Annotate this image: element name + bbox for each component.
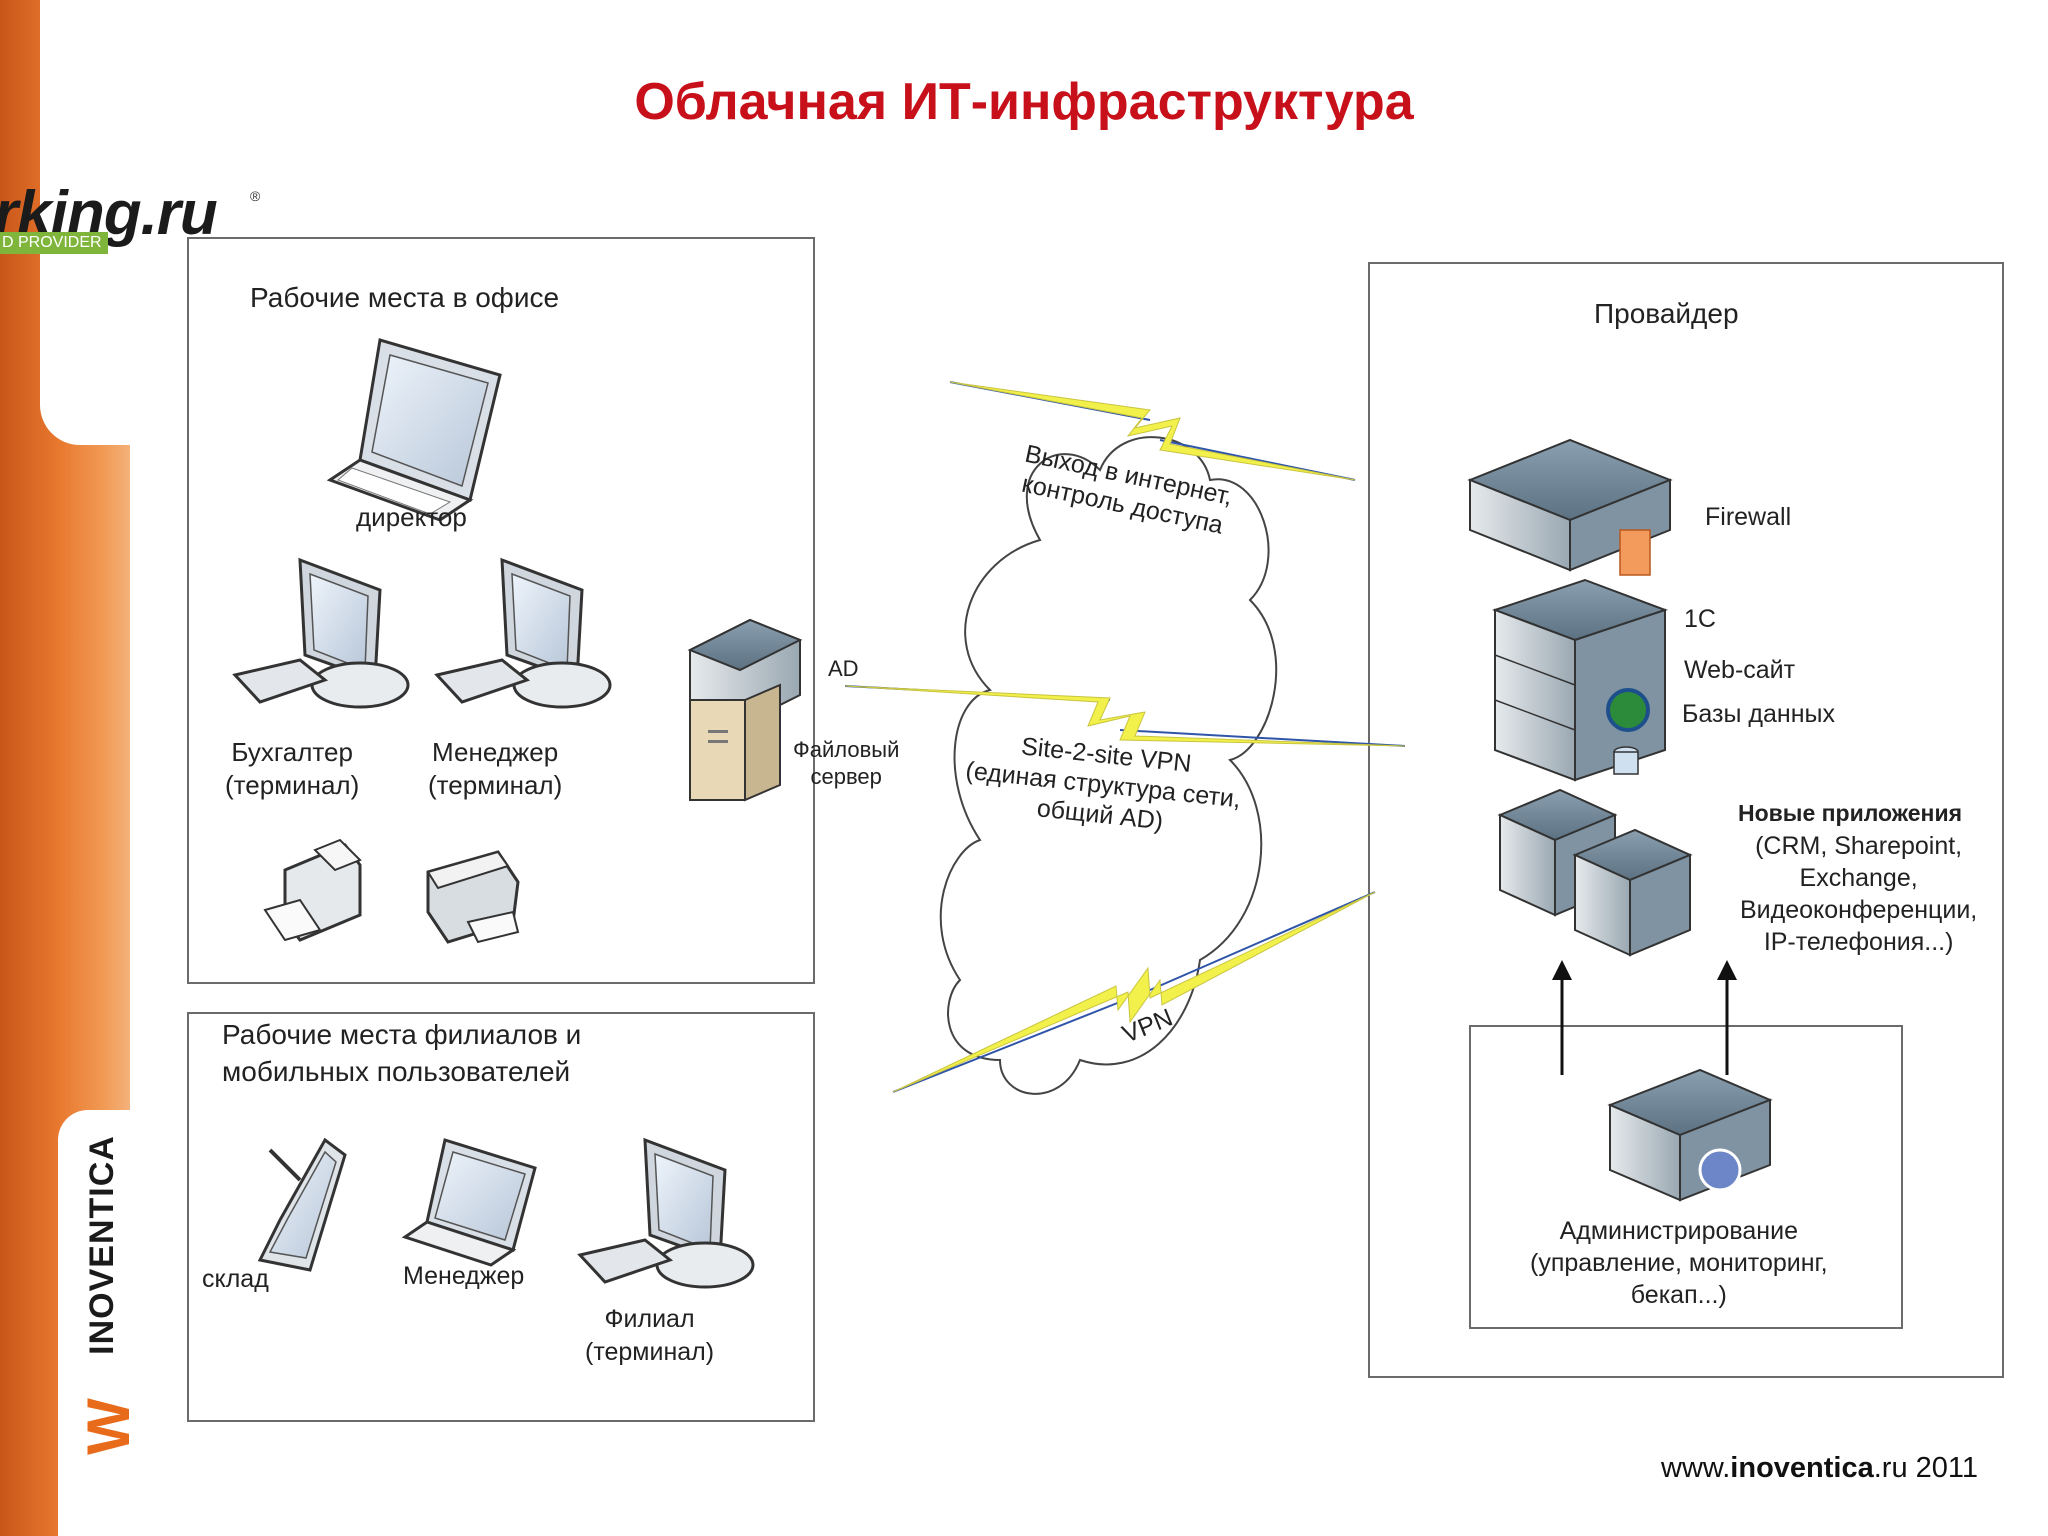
branch-manager-label: Менеджер	[403, 1262, 525, 1290]
app-server-stack-icon	[1492, 578, 1668, 782]
up-arrow-left-icon	[1552, 960, 1572, 1075]
branches-heading: Рабочие места филиалов и мобильных польз…	[222, 1019, 582, 1087]
internet-link-bolt	[949, 381, 1356, 481]
strip-white-panel	[40, 0, 132, 445]
branch-terminal-label: Филиал (терминал)	[585, 1305, 715, 1366]
brand-badge: D PROVIDER	[0, 232, 108, 254]
ad-label: AD	[828, 656, 859, 681]
onec-label: 1С	[1684, 605, 1716, 633]
accountant-desktop-icon	[232, 557, 410, 709]
admin-server-icon	[1607, 1068, 1773, 1202]
vpn-link-bolt	[892, 891, 1376, 1093]
manager-terminal-label: Менеджер (терминал)	[428, 737, 563, 800]
file-server-icon	[687, 618, 803, 802]
branch-desktop-icon	[577, 1137, 755, 1289]
file-server-label: Файловый сервер	[793, 737, 900, 789]
branch-laptop-icon	[401, 1138, 537, 1267]
new-apps-title: Новые приложения	[1738, 800, 1963, 826]
provider-frame	[1368, 262, 2004, 1378]
admin-frame	[1469, 1025, 1903, 1329]
cloud-shape	[939, 436, 1278, 1095]
director-laptop-icon	[326, 338, 502, 522]
scanner-printer-icon	[426, 850, 520, 944]
office-frame	[187, 237, 815, 984]
slide-title: Облачная ИТ-инфраструктура	[634, 73, 1414, 131]
new-apps-list: (CRM, Sharepoint, Exchange, Видеоконфере…	[1740, 832, 1978, 956]
databases-label: Базы данных	[1682, 700, 1835, 728]
footer-url[interactable]: www.inoventica.ru 2011	[1661, 1452, 1978, 1484]
globe-icon	[1606, 688, 1650, 732]
director-label: директор	[356, 502, 467, 532]
office-heading: Рабочие места в офисе	[250, 282, 560, 313]
firewall-server-icon	[1467, 438, 1673, 576]
new-apps-servers-icon	[1497, 788, 1693, 957]
up-arrow-right-icon	[1717, 960, 1737, 1075]
strip-lower-panel	[58, 1110, 130, 1536]
accountant-label: Бухгалтер (терминал)	[225, 737, 360, 800]
website-label: Web-сайт	[1684, 656, 1796, 684]
s2s-link-bolt	[844, 685, 1406, 747]
tablet-icon	[257, 1137, 347, 1272]
registered-mark: ®	[250, 188, 261, 204]
branches-frame	[187, 1012, 815, 1422]
printer-icon	[263, 838, 362, 942]
manager-desktop-icon	[434, 557, 612, 709]
provider-heading: Провайдер	[1594, 298, 1739, 329]
warehouse-label: склад	[202, 1265, 269, 1293]
admin-label: Администрирование (управление, мониторин…	[1530, 1217, 1828, 1309]
firewall-label: Firewall	[1705, 503, 1792, 531]
